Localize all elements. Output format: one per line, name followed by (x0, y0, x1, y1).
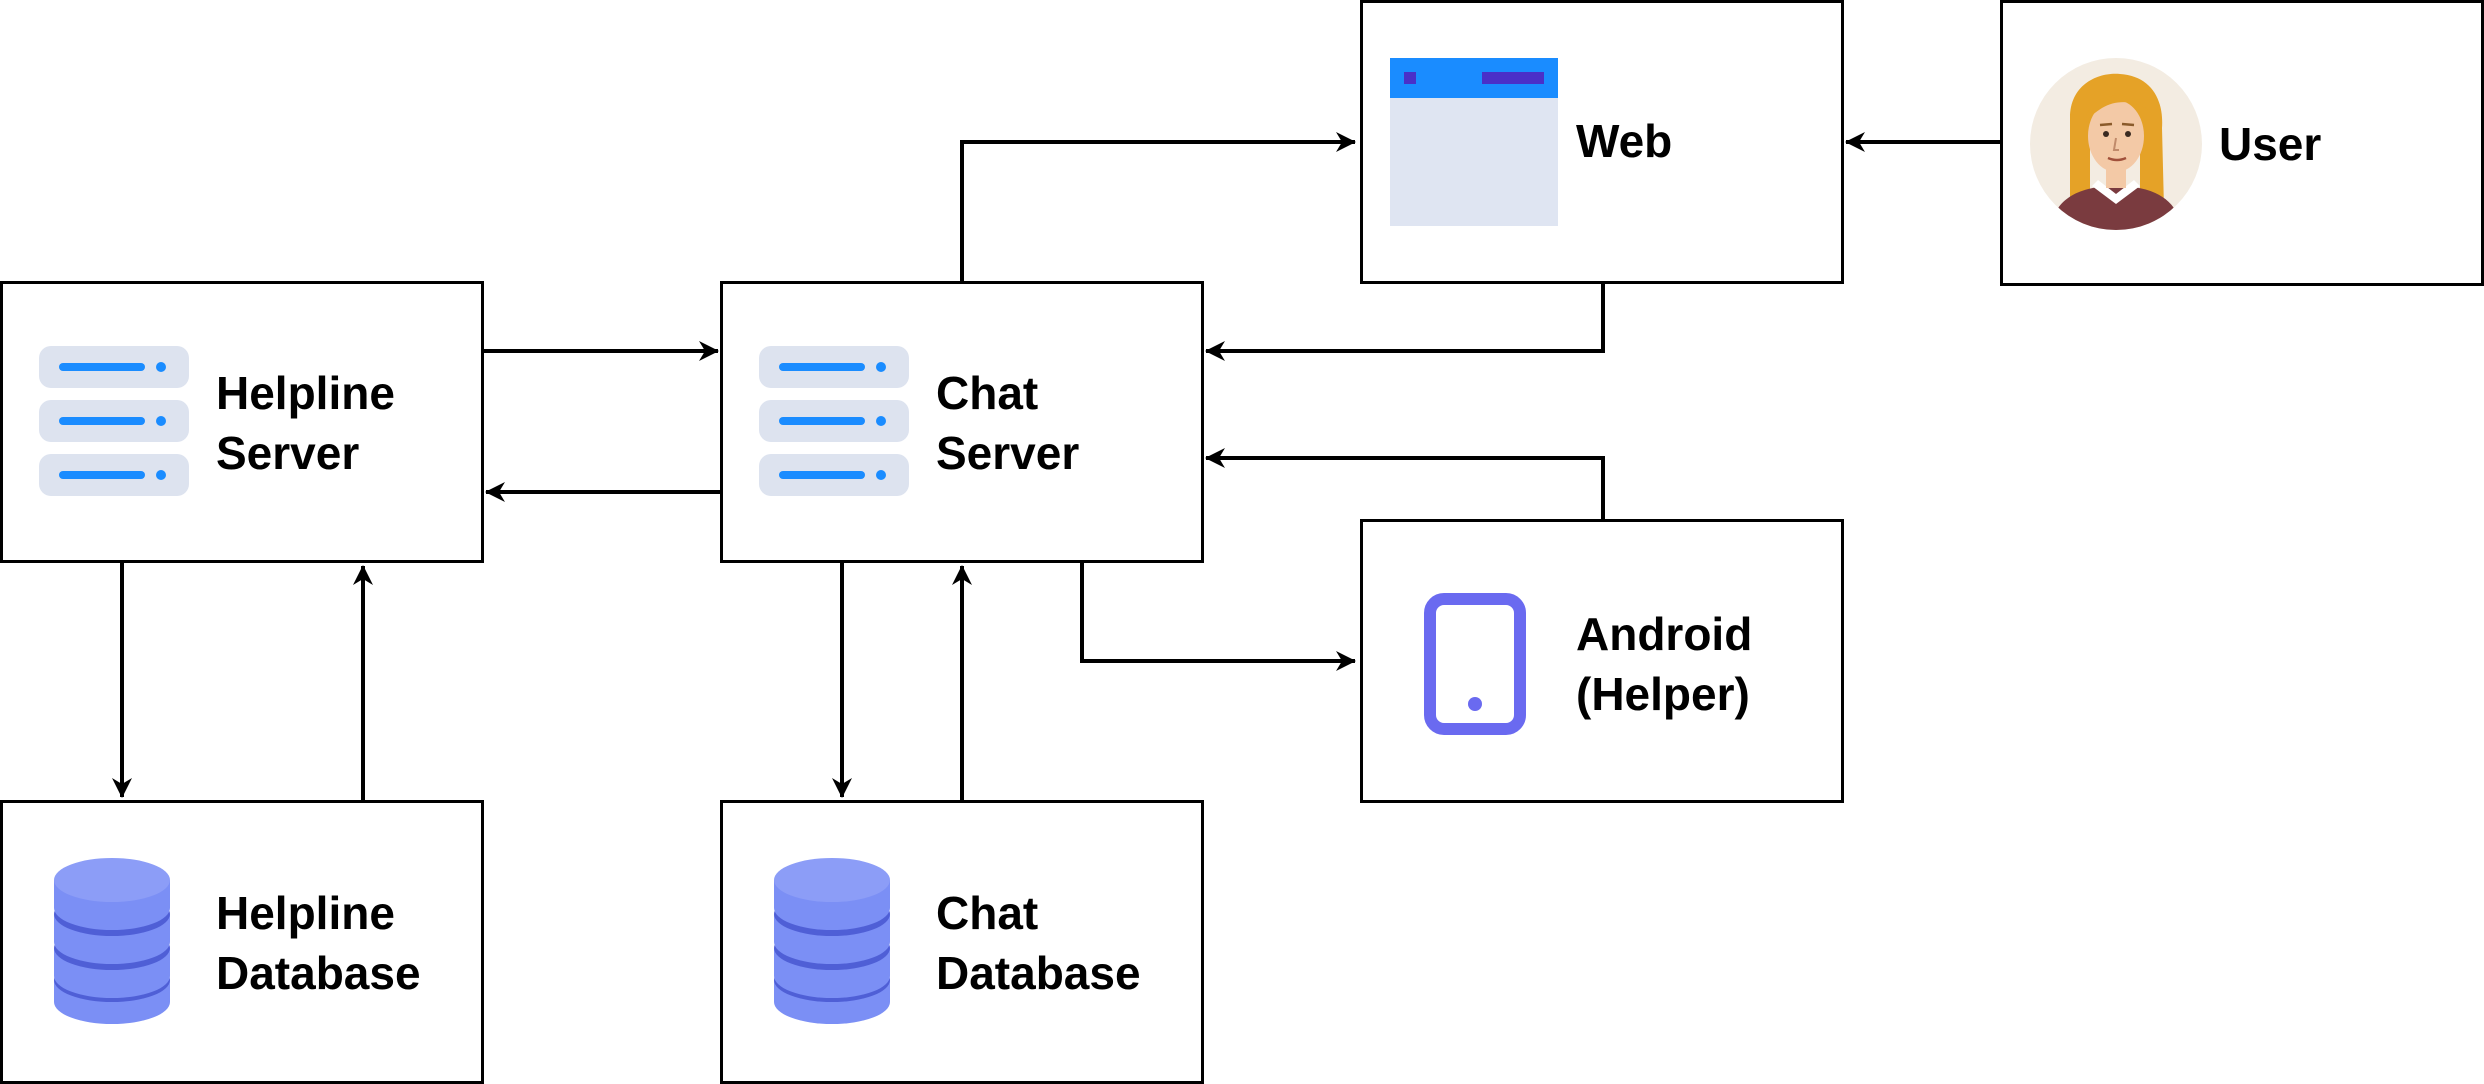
server-icon (759, 346, 909, 496)
helpline-database-label-line1: Helpline (216, 887, 395, 939)
edge-chat-server-to-web (960, 132, 1356, 282)
android-helper-node[interactable]: Android (Helper) (1360, 519, 1844, 803)
helpline-database-label: Helpline Database (216, 883, 421, 1003)
chat-database-label-line1: Chat (936, 887, 1039, 939)
user-avatar-icon (2030, 58, 2202, 230)
helpline-server-label: Helpline Server (216, 363, 395, 483)
android-helper-label: Android (Helper) (1576, 604, 1752, 724)
android-helper-label-line1: Android (1576, 608, 1753, 660)
edge-chat-server-to-android (1080, 562, 1356, 671)
chat-server-label: Chat Server (936, 363, 1079, 483)
chat-database-label: Chat Database (936, 883, 1141, 1003)
database-icon (54, 858, 170, 1024)
web-label-line1: Web (1576, 115, 1673, 167)
chat-server-label-line1: Chat (936, 367, 1039, 419)
helpline-server-label-line2: Server (216, 427, 360, 479)
smartphone-icon (1424, 593, 1526, 735)
web-node[interactable]: Web (1360, 0, 1844, 284)
helpline-database-node[interactable]: Helpline Database (0, 800, 484, 1084)
edge-android-to-chat-server (1205, 448, 1605, 520)
android-helper-label-line2: (Helper) (1576, 668, 1750, 720)
browser-window-icon (1390, 58, 1558, 226)
chat-database-node[interactable]: Chat Database (720, 800, 1204, 1084)
chat-server-node[interactable]: Chat Server (720, 281, 1204, 563)
helpline-server-node[interactable]: Helpline Server (0, 281, 484, 563)
user-label: User (2219, 114, 2321, 174)
edge-web-to-chat-server (1205, 282, 1605, 361)
helpline-database-label-line2: Database (216, 947, 421, 999)
server-icon (39, 346, 189, 496)
helpline-server-label-line1: Helpline (216, 367, 395, 419)
chat-database-label-line2: Database (936, 947, 1141, 999)
user-node[interactable]: User (2000, 0, 2484, 286)
database-icon (774, 858, 890, 1024)
web-label: Web (1576, 111, 1672, 171)
user-label-line1: User (2219, 118, 2322, 170)
chat-server-label-line2: Server (936, 427, 1080, 479)
